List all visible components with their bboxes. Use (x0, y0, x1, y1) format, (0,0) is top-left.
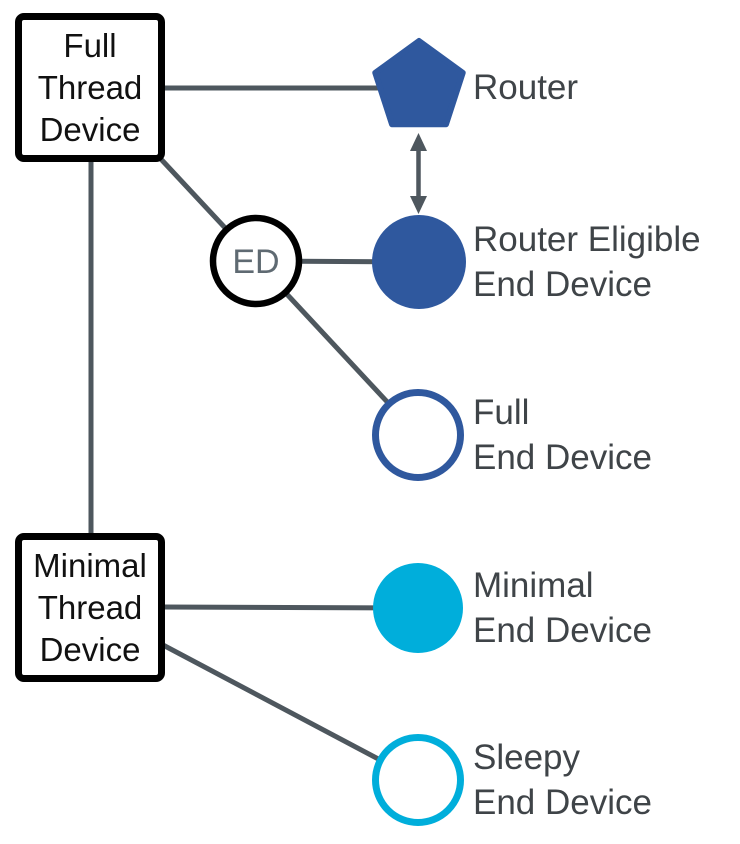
minimal-thread-device-label-line3: Device (39, 630, 141, 668)
minimal-end-device-label: Minimal End Device (473, 563, 652, 653)
arrow-head-down-icon (410, 196, 427, 214)
minimal-end-device-label-line2: End Device (473, 611, 652, 650)
full-end-device-label-line2: End Device (473, 438, 652, 477)
full-end-device-label: Full End Device (473, 390, 652, 480)
full-thread-device-label-line1: Full (63, 26, 117, 64)
router-eligible-end-device-label: Router Eligible End Device (473, 217, 701, 307)
full-thread-device-box: Full Thread Device (15, 13, 165, 162)
full-thread-device-label-line3: Device (39, 110, 141, 148)
edge-mtd-to-sed (161, 642, 420, 783)
sleepy-end-device-circle-icon (372, 734, 464, 826)
ed-badge-label: ED (232, 243, 280, 281)
router-label: Router (473, 68, 579, 107)
full-end-device-circle-icon (372, 389, 464, 481)
router-eligible-end-device-label-line1: Router Eligible (473, 220, 701, 259)
minimal-end-device-circle-icon (373, 563, 463, 653)
router-eligible-end-device-circle-icon (372, 215, 466, 309)
arrow-head-up-icon (410, 133, 427, 151)
minimal-end-device-label-line1: Minimal (473, 566, 594, 605)
arrow-router-reed (410, 133, 427, 214)
router-pentagon-icon (372, 38, 466, 128)
minimal-thread-device-label-line2: Thread (37, 588, 143, 626)
sleepy-end-device-label-line1: Sleepy (473, 738, 581, 777)
minimal-thread-device-box: Minimal Thread Device (15, 533, 165, 682)
ed-badge-circle-icon (209, 214, 303, 308)
minimal-thread-device-label-line1: Minimal (33, 546, 147, 584)
router-eligible-end-device-label-line2: End Device (473, 265, 652, 304)
full-end-device-label-line1: Full (473, 393, 530, 432)
sleepy-end-device-label-line2: End Device (473, 783, 652, 822)
sleepy-end-device-label: Sleepy End Device (473, 735, 652, 825)
full-thread-device-label-line2: Thread (37, 68, 143, 106)
